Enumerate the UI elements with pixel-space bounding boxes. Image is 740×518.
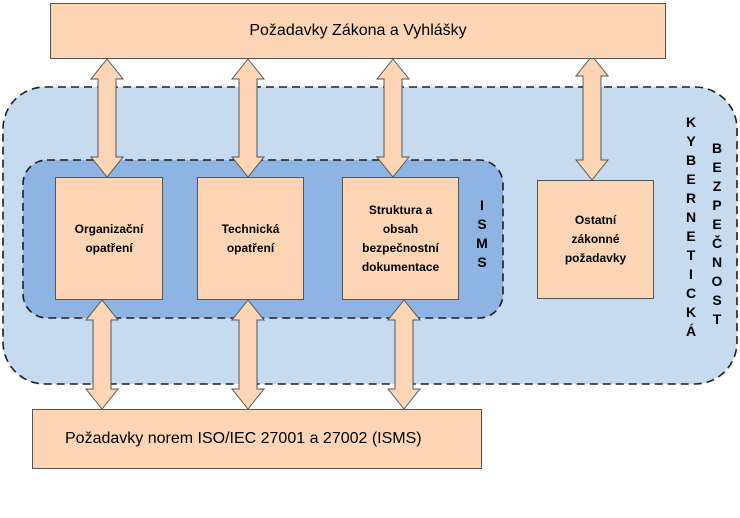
security-label-letter: N [711, 254, 723, 270]
other-requirements-line-2: zákonné [571, 232, 620, 246]
cyber-label-letter: N [685, 209, 697, 225]
other-requirements-line-1: Ostatní [574, 213, 617, 227]
security-label-letter: Z [712, 178, 722, 194]
cyber-label-letter: I [689, 266, 693, 282]
organizational-measures-line-1: Organizační [74, 221, 144, 236]
other-requirements-line-3: požadavky [564, 251, 627, 265]
cyber-label-letter: K [685, 304, 697, 320]
cyber-label-letter: E [686, 228, 696, 244]
isms-label-letter: S [477, 216, 487, 232]
cyber-label-letter: T [686, 247, 696, 263]
law-requirements-label: Požadavky Zákona a Vyhlášky [249, 22, 467, 39]
other-requirements-box: Ostatní zákonné požadavky [537, 180, 654, 299]
cyber-label-letter: R [685, 190, 697, 206]
cyber-label-letter: Á [685, 323, 697, 339]
technical-measures-box: Technická opatření [197, 177, 304, 300]
security-label-letter: S [712, 292, 722, 308]
cyber-label-letter: Y [686, 133, 696, 149]
security-label-letter: O [711, 273, 723, 289]
security-label-letter: P [712, 197, 722, 213]
cyber-label-letter: K [685, 114, 697, 130]
documentation-line-3: bezpečnostní [362, 240, 439, 255]
documentation-box: Struktura a obsah bezpečnostní dokumenta… [342, 177, 459, 300]
iso-requirements-box: Požadavky norem ISO/IEC 27001 a 27002 (I… [32, 409, 482, 469]
cyber-label-letter: C [685, 285, 697, 301]
cyber-label-letter: E [686, 171, 696, 187]
organizational-measures-box: Organizační opatření [55, 177, 163, 300]
security-label-letter: E [712, 216, 722, 232]
isms-label-letter: I [480, 197, 484, 213]
law-requirements-box: Požadavky Zákona a Vyhlášky [50, 3, 666, 59]
cyber-label-letter: B [685, 152, 697, 168]
security-label-letter: T [712, 311, 722, 327]
documentation-line-4: dokumentace [361, 259, 440, 274]
isms-label-letter: M [476, 235, 488, 251]
organizational-measures-line-2: opatření [85, 240, 133, 255]
technical-measures-line-1: Technická [221, 221, 280, 236]
security-label-letter: B [711, 140, 723, 156]
security-label-letter: Č [711, 235, 723, 251]
technical-measures-line-2: opatření [226, 240, 275, 255]
arrows-group [84, 55, 610, 410]
documentation-line-2: obsah [382, 221, 419, 236]
documentation-line-1: Struktura a [368, 202, 433, 217]
iso-requirements-label: Požadavky norem ISO/IEC 27001 a 27002 (I… [65, 430, 422, 447]
security-label-letter: E [712, 159, 722, 175]
isms-label-letter: S [477, 254, 487, 270]
